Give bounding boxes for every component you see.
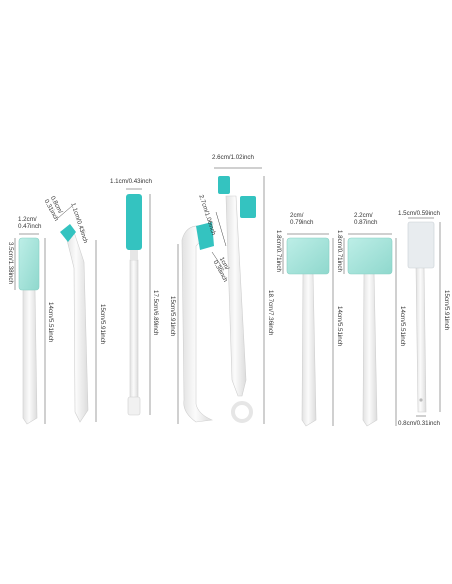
b6-length-label: 14cm/5.51inch — [336, 306, 343, 347]
brush-5-ring — [218, 176, 256, 423]
brush-5-dimensions — [214, 167, 265, 424]
b4-length-label: 15cm/5.91inch — [169, 296, 176, 337]
brush-3-long — [126, 194, 142, 416]
b8-width-label: 1.5cm/0.59inch — [398, 210, 440, 217]
b2-length-label: 15cm/5.91inch — [99, 304, 106, 345]
b1-width-label: 1.2cm/ 0.47inch — [18, 216, 42, 230]
brush-1-sponge — [18, 237, 40, 425]
b6-head-height-label: 1.8cm/0.71inch — [275, 230, 282, 272]
brush-4-crevice — [181, 222, 214, 423]
b7-length-label: 14cm/5.51inch — [399, 306, 406, 347]
b7-width-label: 2.2cm/ 0.87inch — [354, 212, 378, 226]
brush-4-dimensions — [177, 211, 227, 424]
b5-width-label: 2.6cm/1.02inch — [212, 154, 254, 161]
brush-3-dimensions — [126, 188, 151, 415]
b6-width-label: 2cm/ 0.79inch — [290, 212, 314, 226]
b5-length-label: 18.7cm/7.36inch — [267, 290, 274, 336]
b1-length-label: 14cm/5.51inch — [47, 302, 54, 343]
b7-head-height-label: 1.8cm/0.71inch — [336, 230, 343, 272]
b8-length-label: 15cm/5.91inch — [443, 290, 450, 331]
brush-6-square-sponge — [286, 237, 330, 427]
b8-bottom-label: 0.8cm/0.31inch — [398, 420, 440, 427]
b3-width-label: 1.1cm/0.43inch — [110, 178, 152, 185]
brush-2-dimensions — [57, 205, 97, 422]
brush-7-dimensions — [343, 233, 397, 426]
brush-8-felt — [407, 221, 435, 413]
brush-8-dimensions — [408, 217, 441, 417]
brush-2-angled — [60, 224, 89, 423]
b1-head-height-label: 3.5cm/1.38inch — [7, 242, 14, 284]
brush-1-dimensions — [14, 233, 46, 424]
brush-7-wide-sponge — [347, 237, 393, 427]
b3-length-label: 17.5cm/6.89inch — [152, 290, 159, 336]
brush-6-dimensions — [282, 233, 334, 426]
